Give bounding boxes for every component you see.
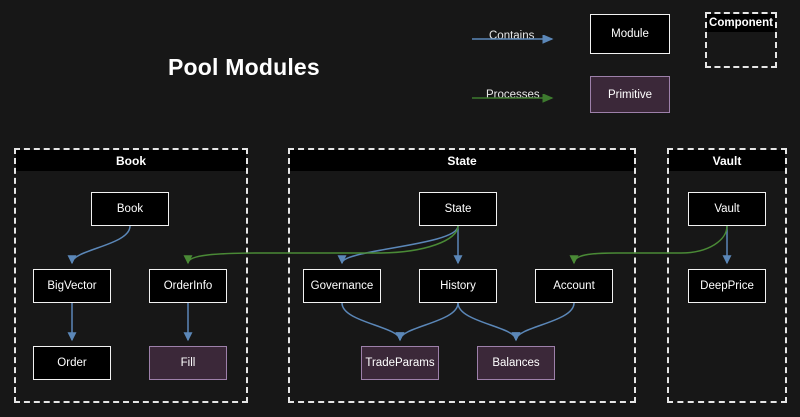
node-bigvector[interactable]: BigVector [33,269,111,303]
node-deepprice[interactable]: DeepPrice [688,269,766,303]
node-label-bigvector: BigVector [47,280,97,292]
node-label-order: Order [57,357,87,369]
legend-processes-arrow-icon [472,94,554,103]
node-label-orderinfo: OrderInfo [163,280,213,292]
legend-module-label: Module [611,28,649,40]
group-vault [667,148,787,403]
node-governance[interactable]: Governance [303,269,381,303]
legend-contains-arrow-icon [472,35,554,44]
node-label-vault: Vault [714,203,740,215]
legend-module-swatch: Module [590,14,670,54]
node-label-state: State [444,203,472,215]
node-label-account: Account [553,280,595,292]
node-label-tradeparams: TradeParams [365,357,435,369]
node-tradeparams[interactable]: TradeParams [361,346,439,380]
node-fill[interactable]: Fill [149,346,227,380]
group-header-vault: Vault [669,150,785,171]
node-order[interactable]: Order [33,346,111,380]
node-label-book: Book [116,203,144,215]
node-book[interactable]: Book [91,192,169,226]
node-history[interactable]: History [419,269,497,303]
node-label-history: History [440,280,476,292]
group-state [288,148,636,403]
legend-primitive-label: Primitive [607,88,653,101]
group-header-state: State [290,150,634,171]
node-vault[interactable]: Vault [688,192,766,226]
group-header-book: Book [16,150,246,171]
node-label-balances: Balances [492,357,540,369]
node-account[interactable]: Account [535,269,613,303]
group-book [14,148,248,403]
node-label-fill: Fill [180,357,196,369]
legend-component-label: Component [707,14,775,32]
legend-primitive-swatch: Primitive [590,76,670,113]
node-balances[interactable]: Balances [477,346,555,380]
page-title: Pool Modules [168,54,320,80]
node-orderinfo[interactable]: OrderInfo [149,269,227,303]
node-label-governance: Governance [310,280,374,292]
node-label-deepprice: DeepPrice [700,280,754,292]
legend-component-swatch [705,12,777,68]
node-state[interactable]: State [419,192,497,226]
